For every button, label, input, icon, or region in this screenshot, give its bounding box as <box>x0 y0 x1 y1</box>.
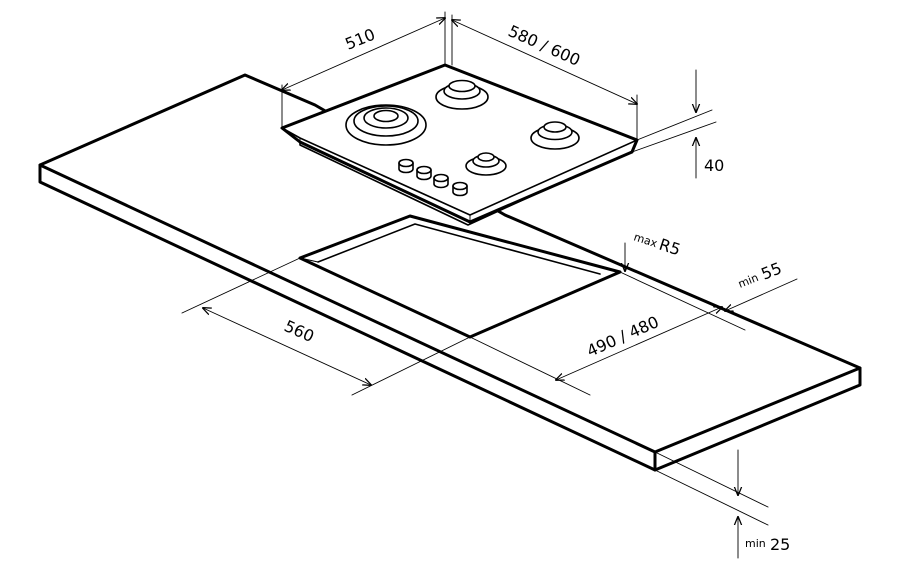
radius-prefix: max <box>632 230 659 250</box>
burner-front <box>465 152 507 176</box>
dimension-40: 40 <box>631 69 724 179</box>
knob <box>416 165 432 181</box>
dim-label-580-600: 580 / 600 <box>505 21 583 70</box>
dimension-max-r5: max R5 <box>625 230 683 271</box>
dim-label-560: 560 <box>281 316 317 346</box>
wok-burner <box>345 104 427 146</box>
edge-value: 55 <box>758 258 784 283</box>
radius-value: R5 <box>657 235 683 260</box>
gas-hob <box>280 63 639 226</box>
dim-label-510: 510 <box>342 25 377 54</box>
dimension-min-55: min 55 <box>725 258 798 311</box>
burner-right <box>530 121 580 150</box>
edge-prefix: min <box>736 271 760 291</box>
thickness-prefix: min <box>745 537 766 550</box>
knob <box>398 158 414 174</box>
dim-label-40: 40 <box>704 156 724 175</box>
knob <box>433 173 449 189</box>
thickness-value: 25 <box>770 535 790 554</box>
control-knobs <box>398 158 468 197</box>
knob <box>452 181 468 197</box>
dimension-min-25: min 25 <box>654 449 790 559</box>
